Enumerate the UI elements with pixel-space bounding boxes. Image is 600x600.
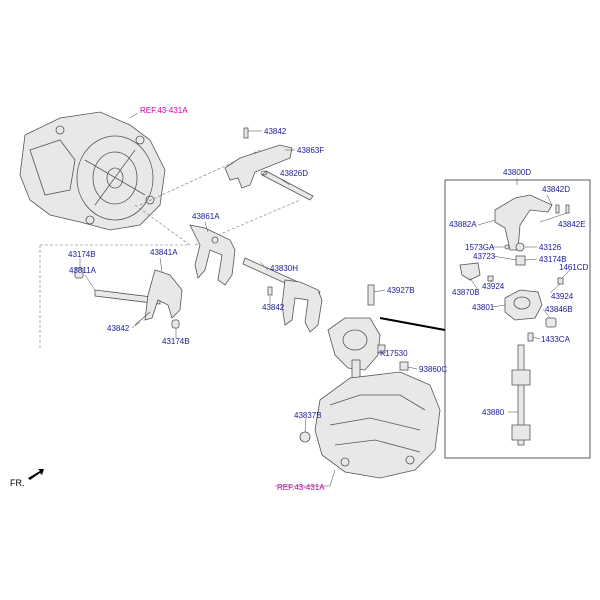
part-label-43174B-box[interactable]: 43174B — [539, 255, 567, 264]
shift-fork-43861A — [189, 224, 236, 286]
part-label-1461CD[interactable]: 1461CD — [559, 263, 589, 272]
part-label-43126[interactable]: 43126 — [539, 243, 562, 252]
part-label-93860C[interactable]: 93860C — [419, 365, 447, 374]
shift-fork-43841A — [74, 267, 183, 329]
rail-43826D — [260, 170, 314, 201]
part-label-43842E[interactable]: 43842E — [558, 220, 586, 229]
part-label-43842-mid[interactable]: 43842 — [262, 303, 285, 312]
leader-lines — [79, 112, 571, 487]
part-label-43861A[interactable]: 43861A — [192, 212, 220, 221]
part-label-43880[interactable]: 43880 — [482, 408, 505, 417]
assembly-inset-43800D — [444, 179, 591, 459]
shift-lug-43863F — [224, 127, 293, 189]
front-arrow-icon — [28, 469, 44, 480]
ref-label-top[interactable]: REF.43-431A — [140, 106, 188, 115]
part-label-43174B-bottom[interactable]: 43174B — [162, 337, 190, 346]
part-label-43846B[interactable]: 43846B — [545, 305, 573, 314]
transmission-case-bottom — [299, 371, 441, 479]
part-label-43801[interactable]: 43801 — [472, 303, 495, 312]
transmission-case-top — [19, 111, 166, 231]
part-label-43811A[interactable]: 43811A — [69, 266, 97, 275]
part-label-43841A[interactable]: 43841A — [150, 248, 178, 257]
part-label-43924-b[interactable]: 43924 — [551, 292, 574, 301]
shift-fork-43830H — [242, 257, 323, 333]
part-label-43830H[interactable]: 43830H — [270, 264, 298, 273]
part-label-43882A[interactable]: 43882A — [449, 220, 477, 229]
part-label-43924-a[interactable]: 43924 — [482, 282, 505, 291]
part-label-1433CA[interactable]: 1433CA — [541, 335, 571, 344]
inset-connector — [379, 317, 446, 331]
front-label: FR. — [10, 478, 25, 488]
part-label-K17530[interactable]: K17530 — [380, 349, 408, 358]
part-label-43842-top[interactable]: 43842 — [264, 127, 287, 136]
part-label-43842-left[interactable]: 43842 — [107, 324, 130, 333]
part-label-43842D[interactable]: 43842D — [542, 185, 570, 194]
part-label-1573GA[interactable]: 1573GA — [465, 243, 495, 252]
part-label-43837B[interactable]: 43837B — [294, 411, 322, 420]
part-label-43927B[interactable]: 43927B — [387, 286, 415, 295]
part-label-43870B[interactable]: 43870B — [452, 288, 480, 297]
part-label-43826D[interactable]: 43826D — [280, 169, 308, 178]
part-label-43863F[interactable]: 43863F — [297, 146, 324, 155]
part-label-43800D[interactable]: 43800D — [503, 168, 531, 177]
part-label-43174B-left[interactable]: 43174B — [68, 250, 96, 259]
ref-label-bottom[interactable]: REF.43-431A — [277, 483, 325, 492]
part-label-43723[interactable]: 43723 — [473, 252, 496, 261]
